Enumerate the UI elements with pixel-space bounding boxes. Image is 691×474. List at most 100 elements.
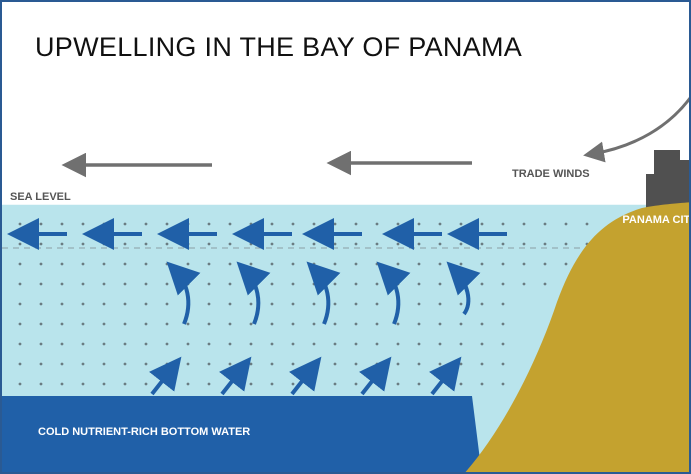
nutrient-dot [333,362,337,366]
nutrient-dot [165,282,169,286]
nutrient-dot [312,262,316,266]
nutrient-dot [123,282,127,286]
curved-wind-arrow-icon [583,96,689,163]
nutrient-dot [291,362,295,366]
nutrient-dot [459,302,463,306]
nutrient-dot [354,282,358,286]
curved-upwelling-arrow-icon [236,261,271,325]
nutrient-dot [165,222,169,226]
nutrient-dot [207,222,211,226]
nutrient-dot [543,262,547,266]
nutrient-dot [123,382,127,386]
nutrient-dot [186,242,190,246]
nutrient-dot [123,262,127,266]
nutrient-dot [165,262,169,266]
nutrient-dot [522,282,526,286]
nutrient-dot [39,302,43,306]
nutrient-dot [165,342,169,346]
nutrient-dot [249,242,253,246]
nutrient-dot [564,242,568,246]
nutrient-dot [375,302,379,306]
nutrient-dot [165,242,169,246]
nutrient-dot [438,242,442,246]
nutrient-dot [18,342,22,346]
nutrient-dot [39,342,43,346]
nutrient-dot [228,282,232,286]
nutrient-dot [249,382,253,386]
nutrient-dot [165,362,169,366]
nutrient-dot [18,262,22,266]
nutrient-dot [417,322,421,326]
nutrient-dot [270,262,274,266]
nutrient-dot [459,342,463,346]
nutrient-dot [417,222,421,226]
nutrient-dot [165,322,169,326]
nutrient-dot [459,322,463,326]
nutrient-dot [144,302,148,306]
nutrient-dot [39,322,43,326]
nutrient-dot [81,282,85,286]
nutrient-dot [60,302,64,306]
nutrient-dot [228,342,232,346]
nutrient-dot [543,242,547,246]
nutrient-dot [123,362,127,366]
nutrient-dot [39,222,43,226]
nutrient-dot [480,222,484,226]
nutrient-dot [438,262,442,266]
nutrient-dot [186,342,190,346]
nutrient-dot [459,222,463,226]
nutrient-dot [102,342,106,346]
nutrient-dot [228,302,232,306]
nutrient-dot [60,382,64,386]
nutrient-dot [438,222,442,226]
nutrient-dot [60,262,64,266]
nutrient-dot [312,282,316,286]
nutrient-dot [564,262,568,266]
nutrient-dot [270,302,274,306]
nutrient-dot [18,302,22,306]
trade-winds-label: TRADE WINDS [512,168,590,180]
upward-arrow-icon [289,356,322,396]
nutrient-dot [417,282,421,286]
nutrient-dot [60,242,64,246]
nutrient-dot [333,382,337,386]
curved-upwelling-arrow-icon [446,261,481,316]
nutrient-dot [270,382,274,386]
nutrient-dot [144,282,148,286]
nutrient-dot [39,242,43,246]
nutrient-dot [81,262,85,266]
nutrient-dot [81,222,85,226]
nutrient-dot [375,322,379,326]
nutrient-dot [417,382,421,386]
nutrient-dot [102,362,106,366]
nutrient-dot [291,322,295,326]
nutrient-dot [312,342,316,346]
nutrient-dot [207,382,211,386]
nutrient-dot [438,302,442,306]
nutrient-dot [459,242,463,246]
upwelling-curved-arrows [166,261,481,325]
sea-level-label: SEA LEVEL [10,191,71,203]
bottom-water-label: COLD NUTRIENT-RICH BOTTOM WATER [38,426,251,438]
nutrient-dot [102,222,106,226]
nutrient-dot [186,322,190,326]
nutrient-dot [543,222,547,226]
upward-arrow-icon [149,356,182,396]
nutrient-dot [18,282,22,286]
nutrient-dot [501,362,505,366]
nutrient-dot [438,322,442,326]
nutrient-dot [18,362,22,366]
nutrient-dot [186,262,190,266]
nutrient-dot [480,262,484,266]
nutrient-dot [144,382,148,386]
nutrient-dot [522,242,526,246]
nutrient-dot [228,322,232,326]
nutrient-dot [312,242,316,246]
nutrient-dot [417,362,421,366]
nutrient-dot [270,342,274,346]
nutrient-dot [354,242,358,246]
nutrient-dot [291,302,295,306]
nutrient-dot [501,282,505,286]
